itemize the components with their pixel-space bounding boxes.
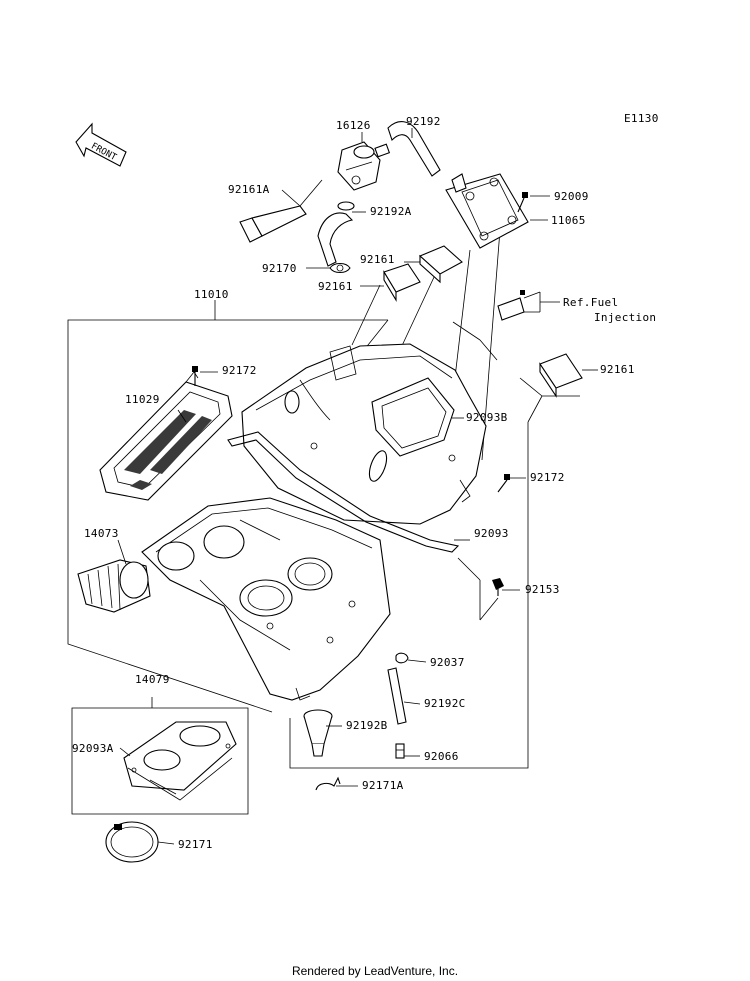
cover-upper <box>241 343 487 525</box>
group-outline-11010 <box>67 319 543 769</box>
plug-92192B <box>303 709 333 757</box>
hose-92192A-end <box>337 201 355 211</box>
pad-92161-top <box>418 245 463 284</box>
plate-11065 <box>445 173 529 249</box>
callout-92037[interactable]: 92037 <box>430 656 465 669</box>
callout-92172-a[interactable]: 92172 <box>222 364 257 377</box>
group-outline-14079 <box>71 697 249 815</box>
callout-92093B[interactable]: 92093B <box>466 411 508 424</box>
screw-92009 <box>517 192 528 213</box>
callout-92161-right[interactable]: 92161 <box>600 363 635 376</box>
callout-injection[interactable]: Injection <box>594 311 657 324</box>
callout-11010[interactable]: 11010 <box>194 288 229 301</box>
valve-16126 <box>337 141 391 191</box>
clip-92037 <box>395 652 409 664</box>
pad-92161-right <box>539 353 583 398</box>
front-arrow-icon: FRONT <box>75 122 127 167</box>
hose-92192A <box>317 212 354 267</box>
callout-92192[interactable]: 92192 <box>406 115 441 128</box>
clamp-92171 <box>105 821 159 863</box>
hose-92192C <box>387 667 407 725</box>
callout-92170[interactable]: 92170 <box>262 262 297 275</box>
callout-14073[interactable]: 14073 <box>84 527 119 540</box>
plug-92066 <box>395 743 405 759</box>
hose-92192 <box>387 121 441 177</box>
sensor-fuel-injection <box>497 290 560 321</box>
gasket-92093 <box>227 431 460 553</box>
callout-92093[interactable]: 92093 <box>474 527 509 540</box>
screw-92172-b <box>497 474 510 493</box>
clip-92170 <box>329 262 351 274</box>
pad-92161-mid <box>383 263 421 302</box>
callout-92161A[interactable]: 92161A <box>228 183 270 196</box>
callout-92192A[interactable]: 92192A <box>370 205 412 218</box>
callout-92153[interactable]: 92153 <box>525 583 560 596</box>
screw-92172-a <box>192 366 198 386</box>
leader-lines <box>117 132 526 845</box>
pad-92161A <box>239 179 323 243</box>
callout-92171[interactable]: 92171 <box>178 838 213 851</box>
housing-14079 <box>123 721 237 801</box>
callout-92066[interactable]: 92066 <box>424 750 459 763</box>
callout-14079[interactable]: 14079 <box>135 673 170 686</box>
callout-11029[interactable]: 11029 <box>125 393 160 406</box>
callout-16126[interactable]: 16126 <box>336 119 371 132</box>
diagram-code: E1130 <box>624 112 659 125</box>
footer-credit: Rendered by LeadVenture, Inc. <box>291 964 459 978</box>
callout-92093A[interactable]: 92093A <box>72 742 114 755</box>
clamp-92171A <box>315 776 341 791</box>
callout-92192B[interactable]: 92192B <box>346 719 388 732</box>
housing-lower <box>141 497 391 701</box>
leader-misc <box>457 395 580 621</box>
callout-92192C[interactable]: 92192C <box>424 697 466 710</box>
callout-92009[interactable]: 92009 <box>554 190 589 203</box>
callout-92171A[interactable]: 92171A <box>362 779 404 792</box>
duct-14073 <box>77 559 151 613</box>
callout-11065[interactable]: 11065 <box>551 214 586 227</box>
bolt-92153 <box>492 578 504 596</box>
callout-92172-b[interactable]: 92172 <box>530 471 565 484</box>
callout-92161-top[interactable]: 92161 <box>360 253 395 266</box>
callout-ref-fuel[interactable]: Ref.Fuel <box>563 296 619 309</box>
element-11029 <box>99 371 233 501</box>
callout-92161-mid[interactable]: 92161 <box>318 280 353 293</box>
